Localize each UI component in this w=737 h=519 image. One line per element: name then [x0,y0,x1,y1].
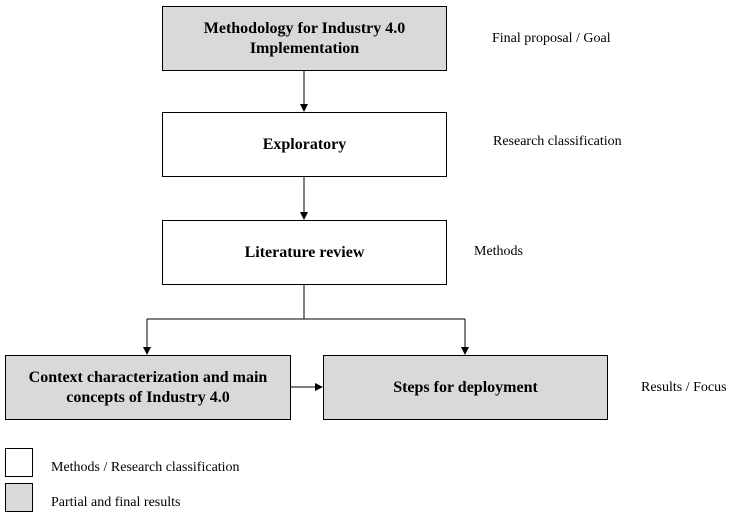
node-literature-review-label: Literature review [244,243,365,261]
exploratory-side-label: Research classification [493,134,622,149]
node-literature-review: Literature review [162,220,447,285]
legend-swatch-results [5,483,33,512]
node-context-characterization-label: Context characterization and main concep… [28,368,268,406]
legend-label-methods: Methods / Research classification [51,460,240,475]
legend-swatch-methods [5,448,33,477]
node-goal: Methodology for Industry 4.0 Implementat… [162,6,447,71]
node-exploratory: Exploratory [162,112,447,177]
literature-side-label: Methods [474,244,523,259]
node-goal-label: Methodology for Industry 4.0 Implementat… [203,19,406,57]
goal-side-label: Final proposal / Goal [492,31,611,46]
node-context-characterization: Context characterization and main concep… [5,355,291,420]
node-steps-for-deployment: Steps for deployment [323,355,608,420]
steps-side-label: Results / Focus [641,380,727,395]
node-exploratory-label: Exploratory [262,135,347,153]
node-steps-for-deployment-label: Steps for deployment [393,378,538,396]
legend-label-results: Partial and final results [51,495,181,510]
